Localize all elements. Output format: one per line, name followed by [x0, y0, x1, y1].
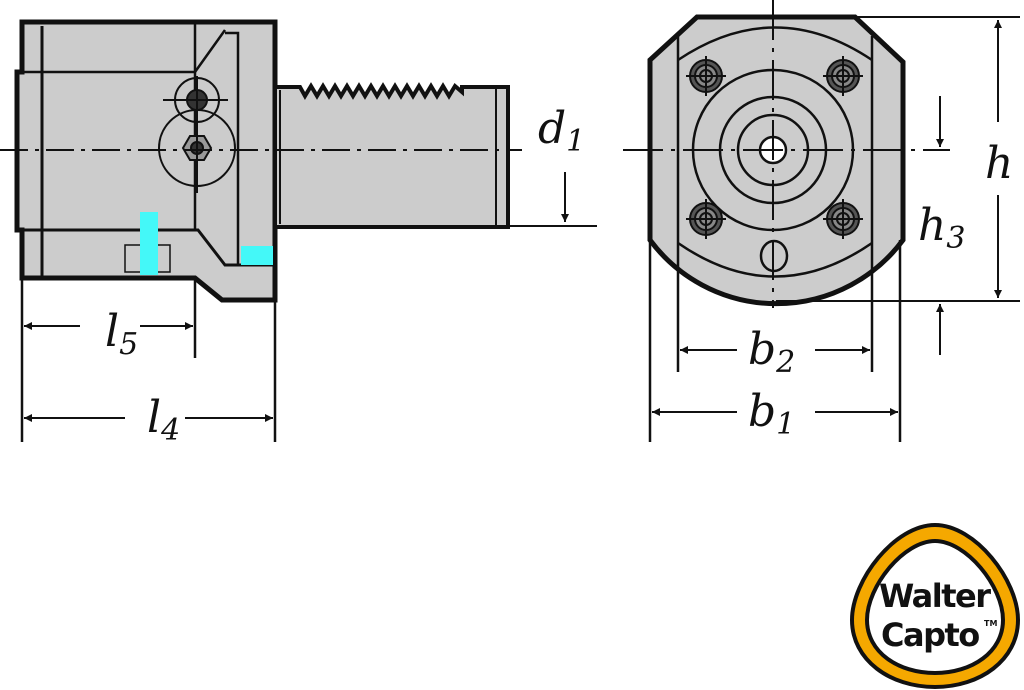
front-view [623, 0, 1020, 442]
coolant-outlet [241, 246, 273, 265]
dim-label-l4: l4 [147, 392, 180, 448]
walter-capto-logo: Walter Capto TM [849, 522, 1021, 690]
shank [273, 82, 510, 229]
side-view [0, 19, 597, 442]
bolt-holes [686, 56, 863, 239]
dim-label-d1: d1 [538, 103, 585, 159]
dim-label-h3: h3 [918, 200, 965, 256]
dim-label-l5: l5 [105, 306, 138, 362]
dim-label-b1: b1 [748, 386, 795, 442]
dim-label-h: h [985, 138, 1013, 189]
logo-text-capto: Capto [881, 616, 979, 654]
coolant-channel [140, 212, 158, 275]
logo-trademark: TM [984, 619, 997, 628]
logo-text-walter: Walter [879, 577, 991, 615]
hex-screw [158, 109, 236, 193]
dim-label-b2: b2 [748, 324, 795, 380]
